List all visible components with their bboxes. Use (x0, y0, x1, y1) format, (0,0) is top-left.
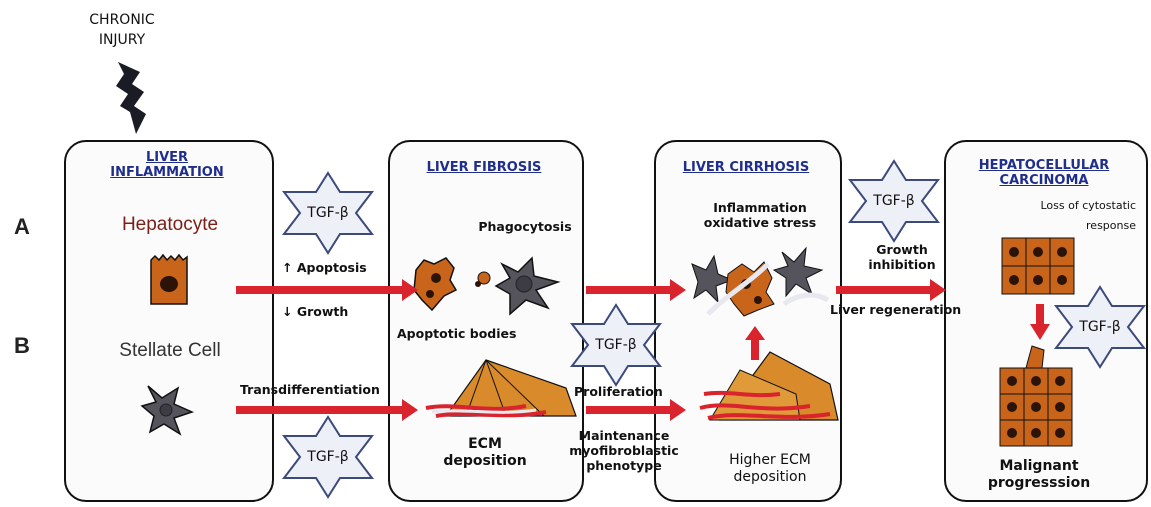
gi-line1: Growth (852, 242, 952, 257)
tgf-beta-star-4: TGF-β (846, 158, 942, 244)
tgf-label: TGF-β (846, 158, 942, 244)
maintenance-label: Maintenance myofibroblastic phenotype (566, 428, 682, 473)
tgf-label: TGF-β (1052, 284, 1148, 370)
maint-line2: myofibroblastic (566, 443, 682, 458)
tgf-beta-star-3: TGF-β (568, 302, 664, 388)
arrow-a3 (836, 279, 946, 301)
apoptosis-text: Apoptosis (297, 260, 367, 275)
maint-line1: Maintenance (566, 428, 682, 443)
tgf-beta-star-1: TGF-β (280, 170, 376, 256)
maint-line3: phenotype (566, 458, 682, 473)
tgf-label: TGF-β (280, 414, 376, 500)
liver-regeneration-label: Liver regeneration (830, 302, 961, 317)
arrow-b2 (586, 399, 686, 421)
growth-inhibition-label: Growth inhibition (852, 242, 952, 272)
growth-label: ↓ Growth (282, 304, 348, 319)
growth-text: Growth (297, 304, 348, 319)
tgf-label: TGF-β (280, 170, 376, 256)
tgf-beta-star-2: TGF-β (280, 414, 376, 500)
arrow-a1 (236, 279, 418, 301)
transdifferentiation-label: Transdifferentiation (240, 382, 380, 397)
gi-line2: inhibition (852, 257, 952, 272)
arrow-a2 (586, 279, 686, 301)
tgf-beta-star-5: TGF-β (1052, 284, 1148, 370)
apoptosis-label: ↑ Apoptosis (282, 260, 367, 275)
tgf-label: TGF-β (568, 302, 664, 388)
